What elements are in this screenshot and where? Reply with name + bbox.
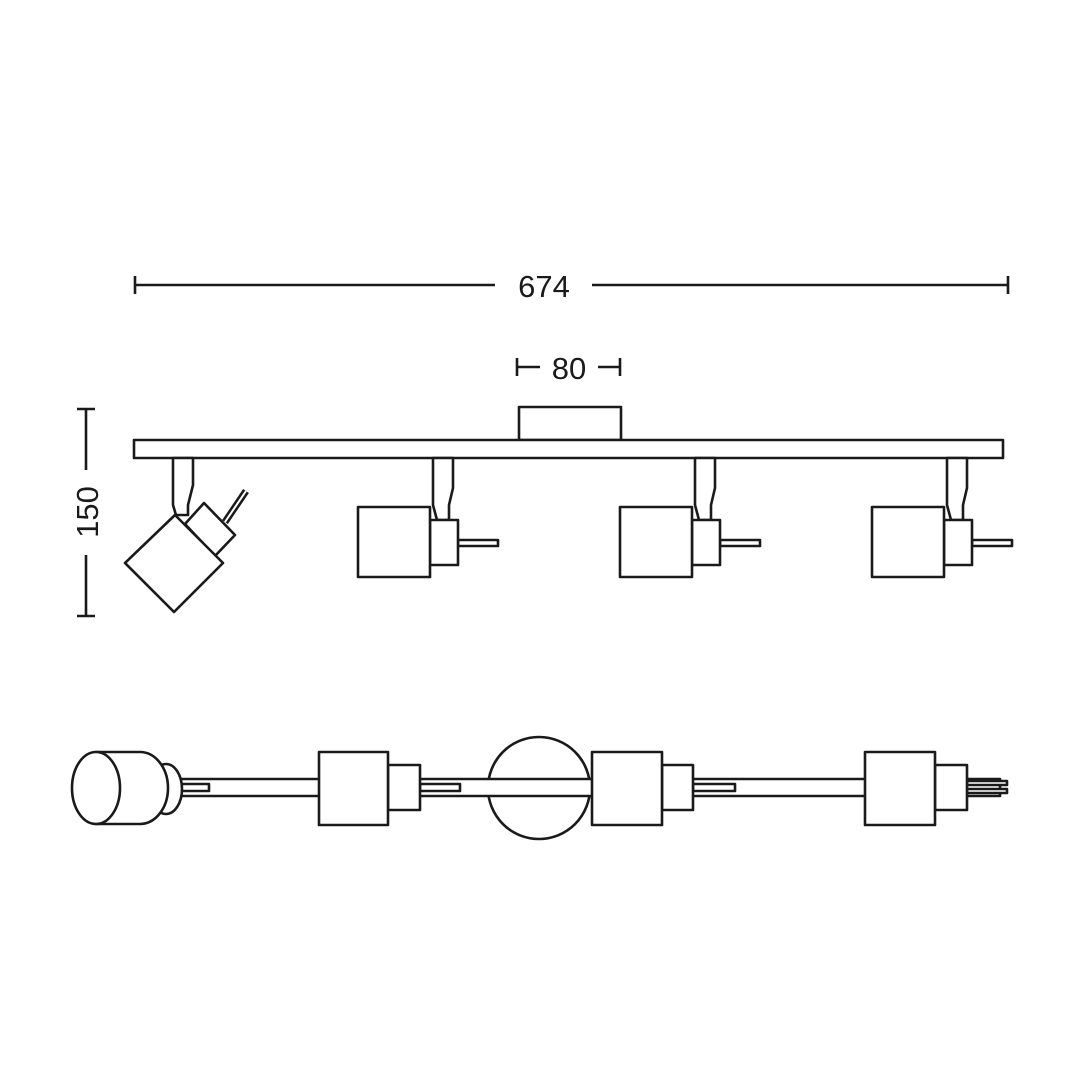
total-width-label: 674 (518, 269, 570, 304)
canopy (517, 405, 623, 442)
spot-2-top (317, 750, 422, 827)
spot-3 (618, 456, 762, 579)
height-label: 150 (70, 486, 105, 538)
spot-tilted-top (70, 750, 184, 826)
canopy-width-label: 80 (552, 351, 586, 386)
spot-tilted (123, 456, 249, 614)
spot-4 (870, 456, 1014, 579)
spot-2 (356, 456, 500, 579)
spot-3-top (590, 750, 695, 827)
spot-4-top (863, 750, 969, 827)
dimension-total-width: 674 (133, 269, 1010, 304)
dimension-height: 150 (70, 407, 105, 618)
front-view (123, 405, 1014, 614)
mounting-bar (132, 438, 1005, 460)
dimension-canopy-width: 80 (515, 351, 622, 386)
top-view (70, 735, 1009, 841)
